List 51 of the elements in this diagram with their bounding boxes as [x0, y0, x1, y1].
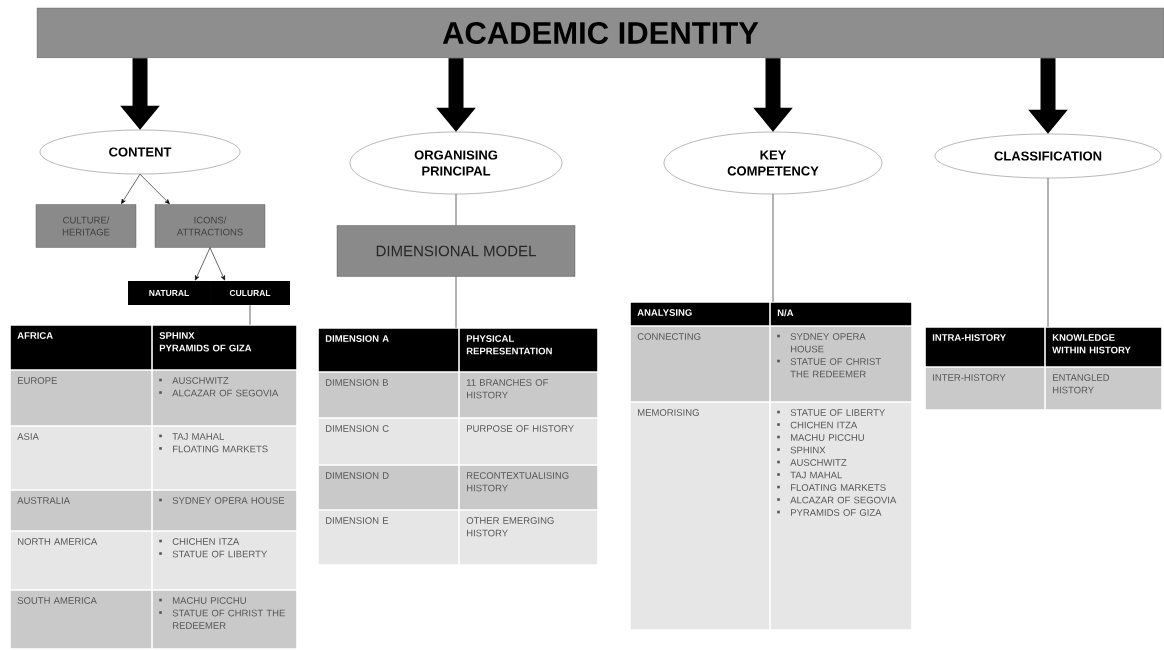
- table-cell: AUSTRALIA: [10, 490, 152, 531]
- table-cell: DIMENSION E: [318, 510, 459, 565]
- table-cell: STATUE OF LIBERTY CHICHEN ITZA MACHU PICCHU SPHINX AUSCHWITZ TAJ MAHAL FLOATING MARKETS ALCAZAR OF SEGOVIA PYRAMIDS OF GIZA: [770, 402, 912, 630]
- table-cell: INTER-HISTORY: [925, 367, 1045, 410]
- table-cell: EUROPE: [10, 370, 152, 426]
- table-cell: SOUTH AMERICA: [10, 590, 152, 649]
- title-banner: ACADEMIC IDENTITY: [36, 7, 1164, 59]
- header-cell: ANALYSING: [630, 302, 770, 326]
- oval-label: KEY COMPETENCY: [663, 131, 883, 195]
- table-cell: NORTH AMERICA: [10, 531, 152, 590]
- header-cell: AFRICA: [10, 325, 152, 370]
- connector-line: [249, 304, 251, 326]
- connector-line: [772, 193, 774, 303]
- table-cell: OTHER EMERGING HISTORY: [459, 510, 598, 565]
- table-cell: CHICHEN ITZA STATUE OF LIBERTY: [152, 531, 297, 590]
- table-cell: TAJ MAHAL FLOATING MARKETS: [152, 426, 297, 490]
- table-cell: RECONTEXTUALISING HISTORY: [459, 465, 598, 510]
- oval-label: CONTENT: [39, 129, 241, 175]
- header-cell: KNOWLEDGE WITHIN HISTORY: [1045, 327, 1162, 367]
- header-label: CULURAL: [210, 281, 290, 305]
- arrow: [209, 247, 225, 281]
- header-cell: PHYSICAL REPRESENTATION: [459, 328, 598, 372]
- header-cell: INTRA-HISTORY: [925, 327, 1045, 367]
- connector-line: [455, 276, 457, 329]
- arrow: [139, 173, 170, 205]
- table-cell: SYDNEY OPERA HOUSE: [152, 490, 297, 531]
- model-box: DIMENSIONAL MODEL: [336, 225, 576, 277]
- header-cell: N/A: [770, 302, 912, 326]
- table-cell: 11 BRANCHES OF HISTORY: [459, 372, 598, 418]
- table-cell: DIMENSION C: [318, 418, 459, 465]
- header-cell: SPHINX PYRAMIDS OF GIZA: [152, 325, 297, 370]
- table-cell: SYDNEY OPERA HOUSE STATUE OF CHRIST THE REDEEMER: [770, 326, 912, 402]
- header-label: NATURAL: [128, 281, 210, 305]
- header-cell: DIMENSION A: [318, 328, 459, 372]
- oval-label: ORGANISING PRINCIPAL: [349, 131, 563, 195]
- table-cell: PURPOSE OF HISTORY: [459, 418, 598, 465]
- arrow: [195, 247, 211, 281]
- table-cell: ENTANGLED HISTORY: [1045, 367, 1162, 410]
- arrow: [121, 173, 141, 204]
- connector-line: [1047, 177, 1049, 328]
- category-box: ICONS/ ATTRACTIONS: [154, 204, 266, 248]
- table-cell: DIMENSION B: [318, 372, 459, 418]
- table-cell: ASIA: [10, 426, 152, 490]
- table-cell: MACHU PICCHU STATUE OF CHRIST THE REDEEMER: [152, 590, 297, 649]
- table-cell: MEMORISING: [630, 402, 770, 630]
- oval-label: CLASSIFICATION: [934, 133, 1162, 179]
- table-cell: DIMENSION D: [318, 465, 459, 510]
- table-cell: AUSCHWITZ ALCAZAR OF SEGOVIA: [152, 370, 297, 426]
- table-cell: CONNECTING: [630, 326, 770, 402]
- connector-line: [455, 193, 457, 226]
- category-box: CULTURE/ HERITAGE: [35, 204, 137, 248]
